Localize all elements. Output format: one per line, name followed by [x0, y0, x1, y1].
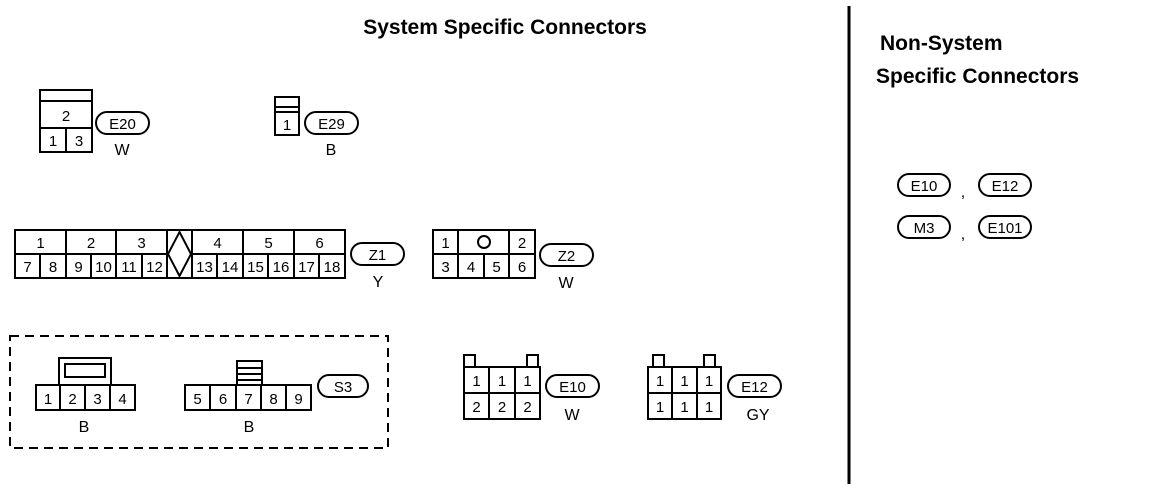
- connector-id: Z1: [369, 247, 387, 264]
- pin-label: 12: [146, 259, 163, 276]
- connector-e29: 1 E29 B: [274, 96, 359, 159]
- pin-label: 8: [269, 391, 277, 408]
- pin-label: 4: [118, 391, 126, 408]
- pin-label: 2: [518, 235, 526, 252]
- pin-label: 2: [498, 399, 506, 416]
- pin-label: 4: [213, 235, 221, 252]
- pin-label: 7: [23, 259, 31, 276]
- connector-color: B: [244, 419, 255, 436]
- connector-id-tag: [897, 215, 951, 239]
- pin-label: 1: [44, 391, 52, 408]
- connector-color: Y: [373, 274, 384, 291]
- pin-label: 1: [283, 117, 291, 134]
- pin-label: 8: [49, 259, 57, 276]
- list-separator: ,: [961, 184, 965, 201]
- pin-label: 2: [472, 399, 480, 416]
- connector-id-tag: [545, 374, 600, 398]
- pin-label: 3: [137, 235, 145, 252]
- non-system-list: E10 , E12 M3 , E101: [897, 173, 1032, 243]
- pin-label: 2: [87, 235, 95, 252]
- connector-color: GY: [746, 407, 769, 424]
- pin-label: 11: [121, 259, 137, 276]
- pin-label: 2: [523, 399, 531, 416]
- connector-color: W: [564, 407, 580, 424]
- s3-group-outline: [9, 335, 389, 449]
- connector-e20: 2 1 3 E20 W: [39, 89, 150, 159]
- pin-label: 4: [467, 259, 475, 276]
- pin-label: 14: [222, 259, 239, 276]
- connector-id-tag: [539, 243, 594, 267]
- connector-id-tag: [727, 374, 782, 398]
- connector-id: E10: [559, 379, 586, 396]
- pin-label: 1: [656, 373, 664, 390]
- diagram-title: System Specific Connectors: [363, 16, 647, 39]
- pin-label: 18: [324, 259, 341, 276]
- connector-id-tag: [897, 173, 951, 197]
- pin-label: 5: [193, 391, 201, 408]
- pin-label: 3: [441, 259, 449, 276]
- connector-s3: 1 2 3 4 B 5 6 7 8 9 B S3: [9, 335, 389, 449]
- connector-color: W: [558, 275, 574, 292]
- connector-id-tag: [304, 111, 359, 135]
- pin-label: 9: [294, 391, 302, 408]
- pin-label: 1: [705, 399, 713, 416]
- pin-label: 13: [196, 259, 213, 276]
- connector-id: M3: [914, 220, 935, 237]
- connector-id-tag: [350, 242, 405, 266]
- pin-label: 1: [523, 373, 531, 390]
- connector-z2: 1 2 3 4 5 6 Z2 W: [432, 229, 594, 292]
- blank-pin-marker: [477, 235, 491, 249]
- connector-id-tag: [95, 111, 150, 135]
- list-separator: ,: [961, 226, 965, 243]
- pin-label: 17: [298, 259, 315, 276]
- pin-label: 3: [75, 133, 83, 150]
- connector-id: E10: [911, 178, 938, 195]
- connector-id: E20: [109, 116, 136, 133]
- pin-label: 3: [93, 391, 101, 408]
- connector-id: E101: [987, 220, 1022, 237]
- connector-id-tag: [978, 173, 1032, 197]
- pin-label: 1: [36, 235, 44, 252]
- pin-label: 1: [441, 235, 449, 252]
- pin-label: 1: [472, 373, 480, 390]
- connector-id: E12: [741, 379, 768, 396]
- pin-label: 10: [95, 259, 112, 276]
- connector-e12: 1 1 1 1 1 1 E12 GY: [647, 354, 782, 424]
- connector-id: Z2: [558, 248, 576, 265]
- connector-color: W: [114, 142, 130, 159]
- connector-z1: 1 2 3 4 5 6 7 8 9 10 11 12 13 14 15 16 1…: [14, 229, 405, 291]
- pin-label: 7: [244, 391, 252, 408]
- pin-label: 9: [74, 259, 82, 276]
- connector-id: E12: [992, 178, 1019, 195]
- connector-color: B: [326, 142, 337, 159]
- pin-label: 2: [62, 108, 70, 125]
- connector-e10: 1 1 1 2 2 2 E10 W: [463, 354, 600, 424]
- pin-label: 6: [315, 235, 323, 252]
- pin-label: 5: [264, 235, 272, 252]
- pin-label: 16: [273, 259, 290, 276]
- pin-label: 1: [49, 133, 57, 150]
- pin-label: 1: [680, 399, 688, 416]
- pin-label: 6: [518, 259, 526, 276]
- pin-label: 6: [219, 391, 227, 408]
- pin-label: 1: [680, 373, 688, 390]
- pin-label: 1: [705, 373, 713, 390]
- pin-label: 5: [492, 259, 500, 276]
- connector-id: E29: [318, 116, 345, 133]
- connector-color: B: [79, 419, 90, 436]
- key-diamond: [166, 229, 193, 279]
- non-system-header-line1: Non-System: [880, 32, 1003, 55]
- connector-id: S3: [334, 379, 352, 396]
- pin-label: 15: [247, 259, 264, 276]
- pin-label: 2: [68, 391, 76, 408]
- connector-id-tag: [978, 215, 1032, 239]
- connector-id-tag: [317, 374, 369, 398]
- pin-label: 1: [498, 373, 506, 390]
- non-system-header-line2: Specific Connectors: [876, 65, 1079, 88]
- pin-label: 1: [656, 399, 664, 416]
